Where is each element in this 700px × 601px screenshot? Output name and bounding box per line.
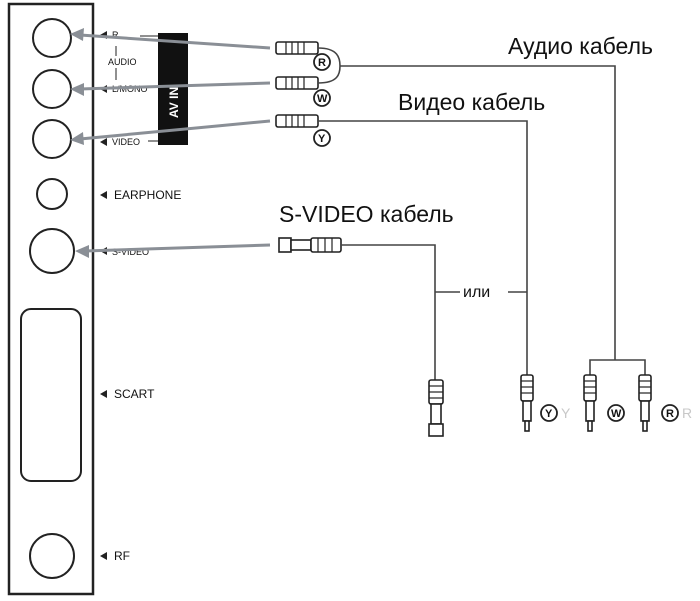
- svg-text:Y: Y: [545, 408, 553, 420]
- label-rf: RF: [114, 549, 130, 563]
- badge-w-top: W: [313, 89, 331, 107]
- audio-r-plug-bottom: [638, 374, 652, 432]
- badge-r-bottom: R: [661, 404, 679, 422]
- audio-r-plug: [275, 41, 319, 55]
- av-in-strip: [158, 33, 188, 145]
- video-y-plug: [275, 114, 319, 128]
- earphone-jack: [36, 178, 68, 210]
- video-jack: [32, 119, 72, 159]
- label-scart: SCART: [114, 387, 155, 401]
- svg-text:Y: Y: [318, 133, 326, 145]
- svideo-plug-top: [278, 237, 342, 253]
- pointer-video: [100, 138, 107, 146]
- audio-r-jack: [32, 18, 72, 58]
- connection-arrows: [70, 28, 271, 258]
- pointer-earphone: [100, 191, 107, 199]
- label-audio: AUDIO: [108, 57, 137, 67]
- svideo-jack: [29, 228, 75, 274]
- audio-w-plug: [275, 76, 319, 90]
- badge-y-top: Y: [313, 129, 331, 147]
- svg-text:W: W: [317, 93, 328, 105]
- scart-connector: [20, 308, 82, 482]
- label-svideo: S-VIDEO: [112, 247, 149, 257]
- av-in-label: AV IN: [167, 87, 181, 118]
- label-earphone: EARPHONE: [114, 188, 181, 202]
- pointer-scart: [100, 390, 107, 398]
- badge-r-top: R: [313, 53, 331, 71]
- svg-text:R: R: [318, 57, 326, 69]
- svideo-cable-label: S-VIDEO кабель: [279, 201, 454, 227]
- svg-text:W: W: [611, 408, 622, 420]
- or-label: или: [463, 284, 490, 301]
- cables: [317, 47, 646, 380]
- badge-y-bottom: Y: [540, 404, 558, 422]
- ghost-y-label: Y: [561, 405, 571, 421]
- video-cable-label: Видео кабель: [398, 89, 545, 115]
- pointer-rf: [100, 552, 107, 560]
- audio-l-mono-jack: [32, 69, 72, 109]
- video-y-plug-bottom: [520, 374, 534, 432]
- audio-cable-label: Аудио кабель: [508, 33, 653, 59]
- audio-w-plug-bottom: [583, 374, 597, 432]
- svideo-plug-bottom: [428, 379, 444, 437]
- rf-jack: [29, 533, 75, 579]
- label-lmono: L/MONO: [112, 84, 148, 94]
- ghost-r-label: R: [682, 405, 692, 421]
- label-video: VIDEO: [112, 137, 140, 147]
- svg-text:R: R: [666, 408, 674, 420]
- label-r: R: [112, 30, 119, 40]
- badge-w-bottom: W: [607, 404, 625, 422]
